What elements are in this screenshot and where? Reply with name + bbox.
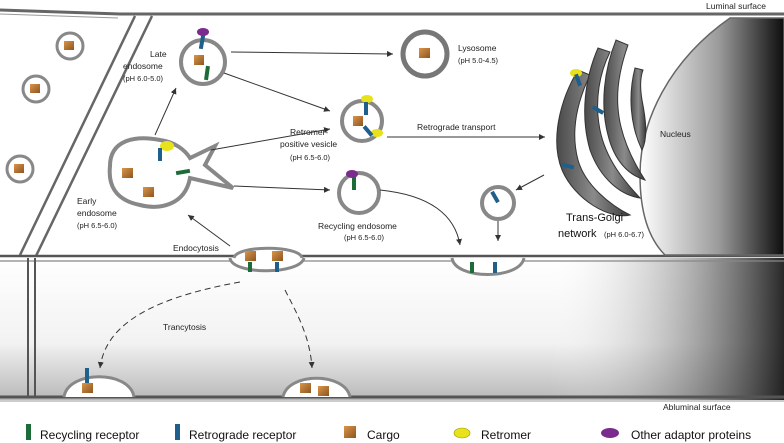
svg-text:network: network <box>558 228 597 240</box>
svg-text:(pH 6.5-6.0): (pH 6.5-6.0) <box>344 233 385 242</box>
svg-text:Recycling receptor: Recycling receptor <box>40 428 139 442</box>
abluminal-pit-left <box>62 368 136 398</box>
recycling-fusion-pit <box>450 257 526 276</box>
svg-text:(pH 5.0-4.5): (pH 5.0-4.5) <box>458 56 499 65</box>
cargo-icon <box>143 187 154 197</box>
retrograde-receptor-icon <box>198 34 206 50</box>
tgn-derived-vesicle <box>480 185 516 221</box>
svg-text:(pH 6.5-6.0): (pH 6.5-6.0) <box>77 221 118 230</box>
cell-junction-left <box>18 15 137 256</box>
tgn-label: Trans-Golgi <box>566 212 623 224</box>
svg-text:Retromer: Retromer <box>481 428 531 442</box>
recycling-receptor-icon <box>175 168 191 176</box>
cargo-icon <box>272 251 283 261</box>
cargo-icon <box>64 41 74 50</box>
adaptor-protein-icon <box>601 428 619 438</box>
luminal-vesicle <box>5 154 35 184</box>
legend-item-recycling-receptor: Recycling receptor <box>26 424 139 442</box>
abluminal-pit-right <box>281 376 352 398</box>
retrograde-receptor-icon <box>275 262 279 272</box>
nucleus <box>639 17 784 256</box>
lysosome-label: Lysosome <box>458 43 497 53</box>
retrograde-receptor-icon <box>561 162 575 170</box>
retromer-icon <box>361 95 373 103</box>
retromer-vesicle-label: Retromer- <box>290 127 328 137</box>
retrograde-receptor-icon <box>175 424 180 440</box>
retrograde-receptor-icon <box>364 102 368 115</box>
recycling-receptor-icon <box>470 262 474 273</box>
retrograde-receptor-icon <box>490 190 500 204</box>
retromer-icon <box>570 69 582 77</box>
retrograde-transport-label: Retrograde transport <box>417 122 496 132</box>
svg-text:(pH 6.0-6.7): (pH 6.0-6.7) <box>604 230 645 239</box>
svg-text:Other adaptor proteins: Other adaptor proteins <box>631 428 751 442</box>
legend-item-retromer: Retromer <box>453 427 531 442</box>
luminal-membrane <box>0 8 784 16</box>
luminal-vesicle <box>55 31 85 61</box>
retrograde-receptor-icon <box>158 148 162 161</box>
luminal-surface-label: Luminal surface <box>706 1 766 11</box>
recycling-endosome <box>337 170 381 215</box>
trans-golgi-network <box>556 39 647 217</box>
legend-item-cargo: Cargo <box>344 426 400 442</box>
cargo-icon <box>419 48 430 58</box>
retromer-icon <box>371 129 383 137</box>
svg-text:Cargo: Cargo <box>367 428 400 442</box>
svg-text:(pH 6.0-5.0): (pH 6.0-5.0) <box>123 74 164 83</box>
lower-cell-shading <box>0 258 784 400</box>
recycling-receptor-icon <box>352 177 356 190</box>
retrograde-receptor-icon <box>493 262 497 273</box>
retrograde-receptor-icon <box>574 73 582 87</box>
retrograde-receptor-icon <box>362 125 374 137</box>
cargo-icon <box>344 426 356 438</box>
cargo-icon <box>30 84 40 93</box>
recycling-receptor-icon <box>26 424 31 440</box>
endocytosis-pit <box>228 246 306 273</box>
retromer-positive-vesicle <box>340 95 384 143</box>
lysosome <box>400 29 450 79</box>
adaptor-protein-icon <box>346 170 358 178</box>
cargo-icon <box>318 386 329 396</box>
retromer-icon <box>160 141 174 151</box>
trafficking-arrows <box>97 50 545 369</box>
recycling-endosome-label: Recycling endosome <box>318 221 397 231</box>
adaptor-protein-icon <box>197 28 209 36</box>
late-endosome-label: Late <box>150 49 167 59</box>
legend-item-adaptor-proteins: Other adaptor proteins <box>601 428 751 442</box>
nucleus-label: Nucleus <box>660 129 691 139</box>
luminal-vesicle <box>21 74 51 104</box>
retromer-icon <box>453 427 471 439</box>
recycling-receptor-icon <box>204 65 210 81</box>
svg-text:endosome: endosome <box>123 61 163 71</box>
cargo-icon <box>82 383 93 393</box>
legend: Recycling receptor Retrograde receptor C… <box>26 424 751 442</box>
recycling-receptor-icon <box>248 262 252 272</box>
late-endosome <box>179 28 227 86</box>
endocytosis-label: Endocytosis <box>173 243 219 253</box>
trancytosis-label: Trancytosis <box>163 322 206 332</box>
early-endosome-label: Early <box>77 196 97 206</box>
svg-text:(pH 6.5-6.0): (pH 6.5-6.0) <box>290 153 331 162</box>
cargo-icon <box>245 251 256 261</box>
svg-text:endosome: endosome <box>77 208 117 218</box>
legend-item-retrograde-receptor: Retrograde receptor <box>175 424 296 442</box>
cargo-icon <box>300 383 311 393</box>
cargo-icon <box>14 164 24 173</box>
abluminal-surface-label: Abluminal surface <box>663 402 731 412</box>
svg-text:Retrograde receptor: Retrograde receptor <box>189 428 296 442</box>
retrograde-receptor-icon <box>85 368 89 383</box>
cargo-icon <box>194 55 204 65</box>
early-endosome <box>107 136 235 209</box>
cargo-icon <box>353 116 363 126</box>
retrograde-receptor-icon <box>591 105 605 115</box>
cargo-icon <box>122 168 133 178</box>
svg-text:positive vesicle: positive vesicle <box>280 139 337 149</box>
